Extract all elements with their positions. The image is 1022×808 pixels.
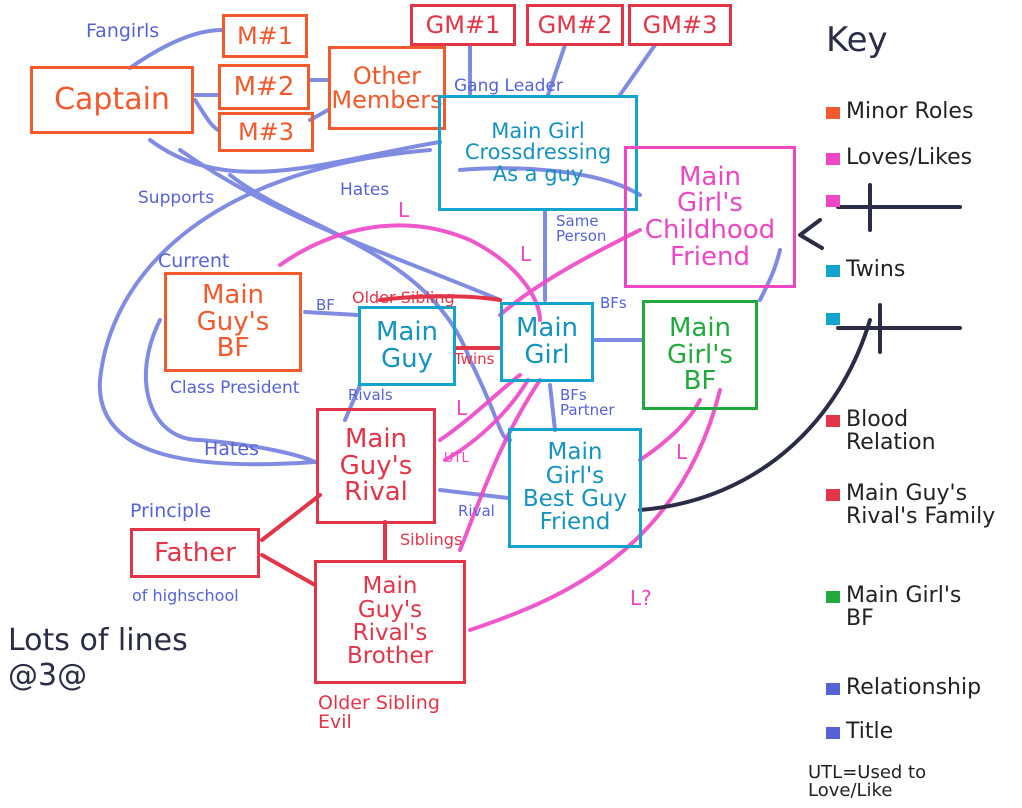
label-older-sibling-evil: Older Sibling Evil <box>318 692 440 733</box>
line-main-girl-bf <box>758 248 782 302</box>
label-hates-top: Hates <box>340 180 390 200</box>
line-love-rival2 <box>443 378 530 462</box>
label-love-question: L? <box>630 586 652 610</box>
key-item: Main Girl's BF <box>826 584 961 630</box>
key-swatch <box>826 591 840 603</box>
label-of-highschool: of highschool <box>132 586 239 605</box>
line-father-rival <box>260 493 322 542</box>
key-swatch <box>826 415 840 427</box>
key-item <box>826 188 846 207</box>
key-item-label: Title <box>846 719 894 744</box>
key-item-label: Minor Roles <box>846 99 974 124</box>
line-guy-to-bf <box>303 310 360 317</box>
key-swatch <box>826 195 840 207</box>
label-utl: UTL <box>444 451 469 466</box>
key-item: Minor Roles <box>826 100 973 123</box>
key-item-label: Twins <box>846 257 906 282</box>
node-main-girl: Main Girl <box>500 302 594 382</box>
label-bfs-right: BFs <box>600 294 627 312</box>
label-same-person: Same Person <box>556 212 607 245</box>
label-hates-left: Hates <box>204 438 259 460</box>
node-rivals-brother: Main Guy's Rival's Brother <box>314 560 466 684</box>
key-item <box>826 306 846 325</box>
line-rivals <box>343 383 362 422</box>
label-rival-right: Rival <box>458 502 495 520</box>
node-best-guy-friend: Main Girl's Best Guy Friend <box>508 428 642 548</box>
line-partner <box>548 383 557 432</box>
handwritten-note: Lots of lines @3@ <box>8 623 188 693</box>
key-item: Main Guy's Rival's Family <box>826 482 995 528</box>
label-twins: Twins <box>454 350 495 368</box>
label-love-1: L <box>398 198 410 222</box>
node-father: Father <box>130 528 260 578</box>
key-swatch <box>826 153 840 165</box>
key-arrow-head <box>798 218 824 250</box>
node-m1: M#1 <box>222 14 308 58</box>
node-main-girl-crossdressing: Main Girl Crossdressing As a guy <box>438 95 638 211</box>
node-other-members: Other Members <box>328 46 446 130</box>
key-swatch <box>826 107 840 119</box>
line-gm2 <box>546 43 567 97</box>
key-item-label: Main Guy's Rival's Family <box>846 481 996 530</box>
line-members2 <box>193 98 220 132</box>
key-item: Twins <box>826 258 905 281</box>
key-title: Key <box>826 20 888 60</box>
key-item: Relationship <box>826 676 981 699</box>
label-class-president: Class President <box>170 378 300 398</box>
key-item-label: Relationship <box>846 675 982 700</box>
node-main-girls-bf: Main Girl's BF <box>642 300 758 410</box>
key-item-label: Loves/Likes <box>846 145 973 170</box>
key-swatch <box>826 489 840 501</box>
line-rival-arrow <box>438 488 510 500</box>
line-love-top <box>278 223 542 322</box>
label-love-2: L <box>520 242 532 266</box>
label-siblings: Siblings <box>400 530 463 549</box>
label-love-4: L <box>676 440 688 464</box>
label-fangirls: Fangirls <box>86 20 160 42</box>
key-item-label: Blood Relation <box>846 407 936 456</box>
node-m3: M#3 <box>218 112 314 152</box>
label-bfs-partner: BFs Partner <box>560 386 615 419</box>
label-rivals: Rivals <box>348 386 393 404</box>
label-older-sibling: Older Sibling <box>352 288 455 307</box>
node-captain: Captain <box>30 66 194 134</box>
key-item: Loves/Likes <box>826 146 972 169</box>
label-love-3: L <box>456 396 468 420</box>
line-father-brother <box>260 553 317 587</box>
line-supports <box>148 138 442 174</box>
key-footnote: UTL=Used to Love/Like <box>808 762 927 801</box>
line-key-arrow <box>638 318 872 512</box>
key-item: Title <box>826 720 893 743</box>
node-gm1: GM#1 <box>410 4 516 46</box>
label-supports: Supports <box>138 188 215 208</box>
node-main-guy: Main Guy <box>358 306 456 386</box>
node-gm3: GM#3 <box>628 4 732 46</box>
line-fangirls <box>128 28 224 70</box>
key-swatch <box>826 683 840 695</box>
line-older-sibling <box>378 294 502 302</box>
line-love-brother <box>468 388 722 632</box>
label-current: Current <box>158 250 230 272</box>
key-swatch <box>826 265 840 277</box>
label-bf-left: BF <box>316 296 335 314</box>
line-big-left-loop <box>97 148 432 467</box>
line-love-bf <box>638 398 702 462</box>
node-main-guys-rival: Main Guy's Rival <box>316 408 436 524</box>
line-guy-bf-rival <box>144 318 317 464</box>
key-swatch <box>826 313 840 325</box>
key-swatch <box>826 727 840 739</box>
line-love-siblings <box>458 378 542 552</box>
node-gm2: GM#2 <box>526 4 624 46</box>
node-m2: M#2 <box>218 64 310 110</box>
key-item: Blood Relation <box>826 408 936 454</box>
node-main-guys-bf: Main Guy's BF <box>164 272 302 372</box>
key-item-label: Main Girl's BF <box>846 583 962 632</box>
label-principle: Principle <box>130 500 212 522</box>
node-childhood-friend: Main Girl's Childhood Friend <box>624 146 796 288</box>
line-gm3 <box>618 43 657 97</box>
label-gang-leader: Gang Leader <box>454 76 563 96</box>
